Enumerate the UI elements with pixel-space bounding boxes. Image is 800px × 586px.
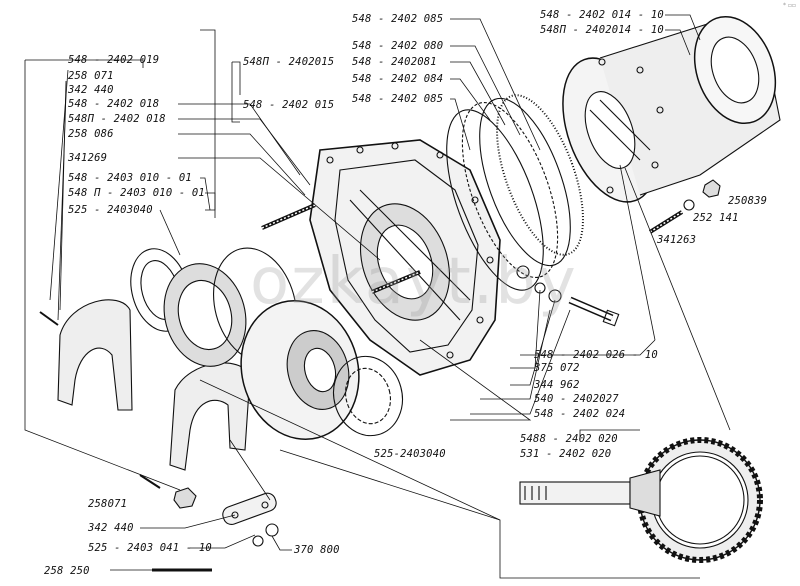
part-label: 548 - 2402 085 [352,93,444,105]
part-label: 344 962 [534,379,580,391]
part-label: 548 - 2402 026 - 10 [534,349,658,361]
part-label: 548 - 2402081 [352,56,437,68]
part-label: 342 440 [88,522,134,534]
part-label: 258 250 [44,565,90,577]
part-label: 548 - 2402 084 [352,73,444,85]
part-label: 375 072 [534,362,580,374]
part-label: 548 - 2402 024 [534,408,626,420]
part-label: 525 - 2403 041 - 10 [88,542,212,554]
part-label: 548 П - 2403 010 - 01 [68,187,205,199]
part-label: 548 - 2402 019 [68,54,160,66]
housing-studs [261,203,421,294]
part-label: 548П - 2402015 [243,56,335,68]
differential-case [163,247,403,441]
part-label: 258 071 [68,70,114,82]
part-label: 258071 [88,498,128,510]
leader-lines [24,14,731,579]
part-label: 548 - 2402 015 [243,99,335,111]
small-hardware [648,179,721,234]
part-label: 258 086 [68,128,114,140]
differential-carrier-housing [309,139,501,376]
part-label: 341263 [657,234,697,246]
part-label: 548П - 2402 018 [68,113,166,125]
part-label: 525 - 2403040 [68,204,153,216]
part-label: 548 - 2402 014 - 10 [540,9,664,21]
part-label: 370 800 [294,544,340,556]
part-label: 548 - 2402 080 [352,40,444,52]
part-label: 540 - 2402027 [534,393,619,405]
part-label: 548 - 2403 010 - 01 [68,172,192,184]
shims-gaskets [446,94,584,291]
corner-mark: * ▫▫ [782,2,796,9]
part-label: 252 141 [693,212,739,224]
pinion-housing [562,15,781,203]
part-label: 548П - 2402014 - 10 [540,24,664,36]
part-label: 342 440 [68,84,114,96]
part-label: 548 - 2402 085 [352,13,444,25]
part-label: 5488 - 2402 020 [520,433,618,445]
part-label: 548 - 2402 018 [68,98,160,110]
part-label: 250839 [728,195,768,207]
lock-hardware [139,474,279,572]
adjusting-bolt-set [516,265,620,327]
part-label: 525-2403040 [374,448,446,460]
part-label: 341269 [68,152,108,164]
part-label: 531 - 2402 020 [520,448,612,460]
ring-gear-and-pinion [519,437,763,563]
